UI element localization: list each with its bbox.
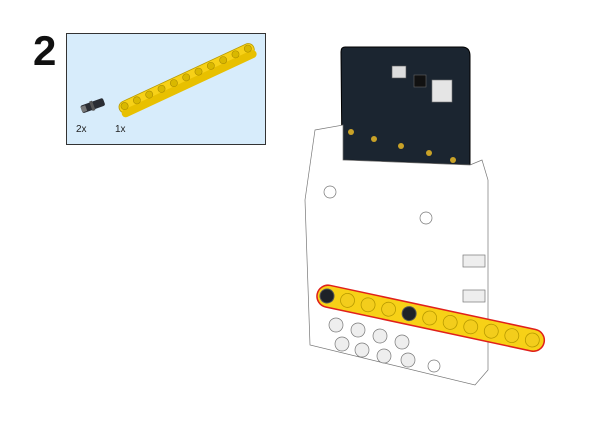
- controller-board: [340, 46, 471, 166]
- step-number: 2: [33, 27, 57, 74]
- parts-illustration: [80, 43, 257, 118]
- black-pin-icon: [319, 288, 417, 322]
- yellow-beam-highlighted: [316, 284, 546, 352]
- beam-quantity: 1x: [115, 124, 126, 135]
- black-pin-icon: [80, 98, 105, 113]
- pin-quantity: 2x: [76, 124, 87, 135]
- parts-list-box: 2x 1x: [66, 33, 266, 145]
